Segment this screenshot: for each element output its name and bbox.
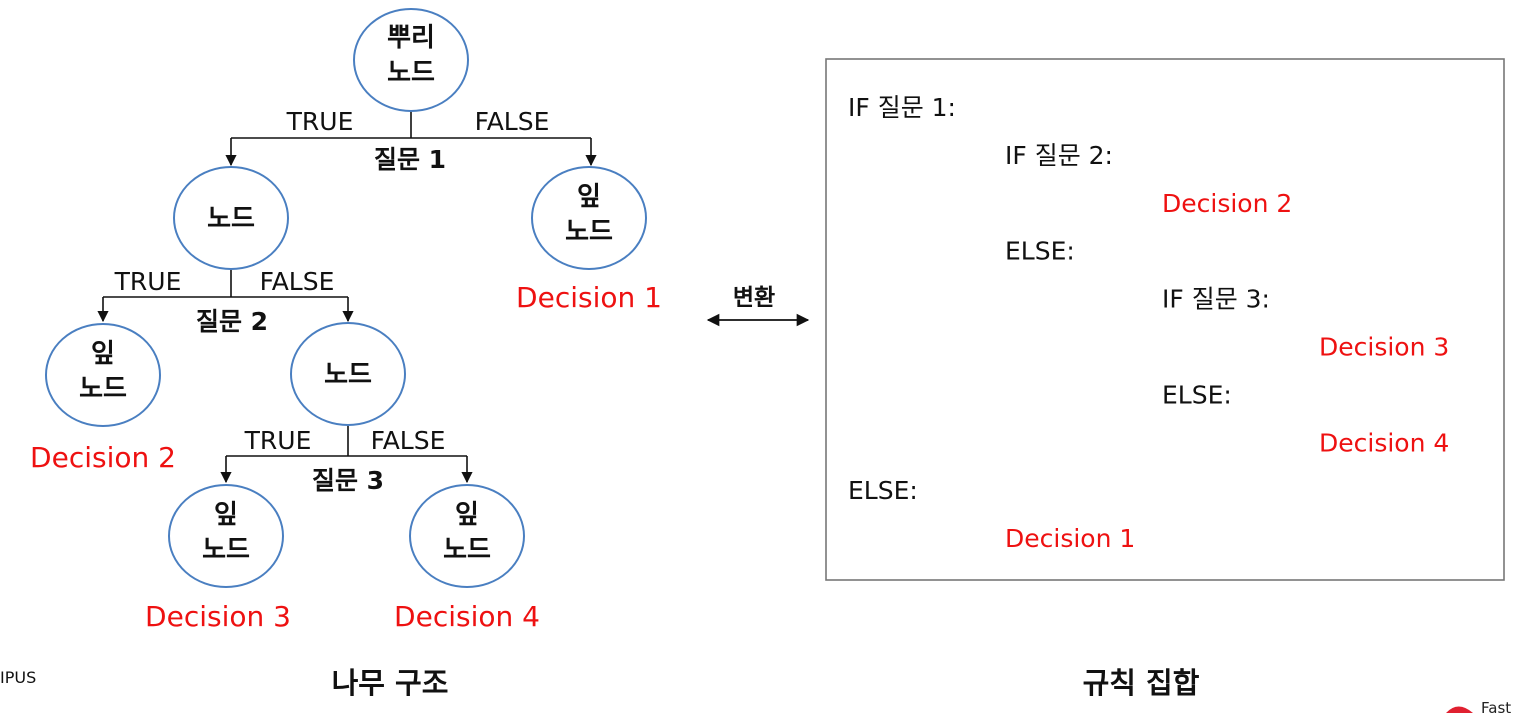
tree-connectors — [97, 112, 597, 484]
logo-swoosh-icon — [1446, 706, 1473, 713]
root-node-label-2: 노드 — [387, 58, 435, 88]
decision-3: Decision 3 — [145, 600, 291, 633]
footer-left-text: IPUS — [0, 668, 36, 687]
leaf-d2-label-2: 노드 — [79, 374, 127, 404]
leaf-d4-label-1: 잎 — [455, 500, 479, 530]
rule-line-6: Decision 3 — [1319, 333, 1449, 362]
question-3: 질문 3 — [312, 466, 384, 495]
rule-line-3: Decision 2 — [1162, 189, 1292, 218]
leaf-d3-label-2: 노드 — [202, 535, 250, 565]
rule-line-10: Decision 1 — [1005, 524, 1135, 553]
root-node-label-1: 뿌리 — [387, 23, 435, 53]
edge-label-true-1: TRUE — [286, 107, 354, 136]
leaf-d1-label-2: 노드 — [565, 217, 613, 247]
rule-line-8: Decision 4 — [1319, 428, 1449, 457]
logo-text: Fast — [1481, 699, 1511, 713]
rule-line-7: ELSE: — [1162, 380, 1232, 409]
leaf-d3-label-1: 잎 — [214, 500, 238, 530]
rule-line-5: IF 질문 3: — [1162, 285, 1270, 314]
rule-lines: IF 질문 1: IF 질문 2: Decision 2 ELSE: IF 질문 3: D… — [848, 93, 1449, 553]
leaf-d4: 잎 노드 — [409, 484, 525, 588]
decision-1: Decision 1 — [516, 281, 662, 314]
convert-label: 변환 — [733, 285, 775, 311]
leaf-d1-label-1: 잎 — [577, 182, 601, 212]
rules-title: 규칙 집합 — [1083, 666, 1200, 700]
rule-line-1: IF 질문 1: — [848, 93, 956, 122]
edge-label-false-2: FALSE — [260, 267, 335, 296]
question-1: 질문 1 — [374, 145, 446, 174]
tree-title: 나무 구조 — [332, 666, 449, 700]
leaf-d2-label-1: 잎 — [91, 339, 115, 369]
node-q3: 노드 — [290, 322, 406, 426]
decision-2: Decision 2 — [30, 441, 176, 474]
root-node: 뿌리 노드 — [353, 8, 469, 112]
rule-line-4: ELSE: — [1005, 237, 1075, 266]
node-q3-label: 노드 — [324, 360, 372, 390]
leaf-d2: 잎 노드 — [45, 323, 161, 427]
rule-box — [825, 58, 1505, 581]
rule-line-2: IF 질문 2: — [1005, 141, 1113, 170]
edge-q2-split — [103, 270, 348, 298]
leaf-d4-label-2: 노드 — [443, 535, 491, 565]
node-q2: 노드 — [173, 166, 289, 270]
edge-label-true-2: TRUE — [114, 267, 182, 296]
edge-q3-split — [226, 426, 467, 457]
rule-line-9: ELSE: — [848, 476, 918, 505]
footer-logo: Fast — [1446, 699, 1511, 713]
edge-label-false-1: FALSE — [475, 107, 550, 136]
node-q2-label: 노드 — [207, 204, 255, 234]
leaf-d3: 잎 노드 — [168, 484, 284, 588]
edge-label-true-3: TRUE — [244, 426, 312, 455]
decision-4: Decision 4 — [394, 600, 540, 633]
edge-root-split — [231, 112, 591, 139]
question-2: 질문 2 — [196, 307, 268, 336]
leaf-d1: 잎 노드 — [531, 166, 647, 270]
edge-label-false-3: FALSE — [371, 426, 446, 455]
